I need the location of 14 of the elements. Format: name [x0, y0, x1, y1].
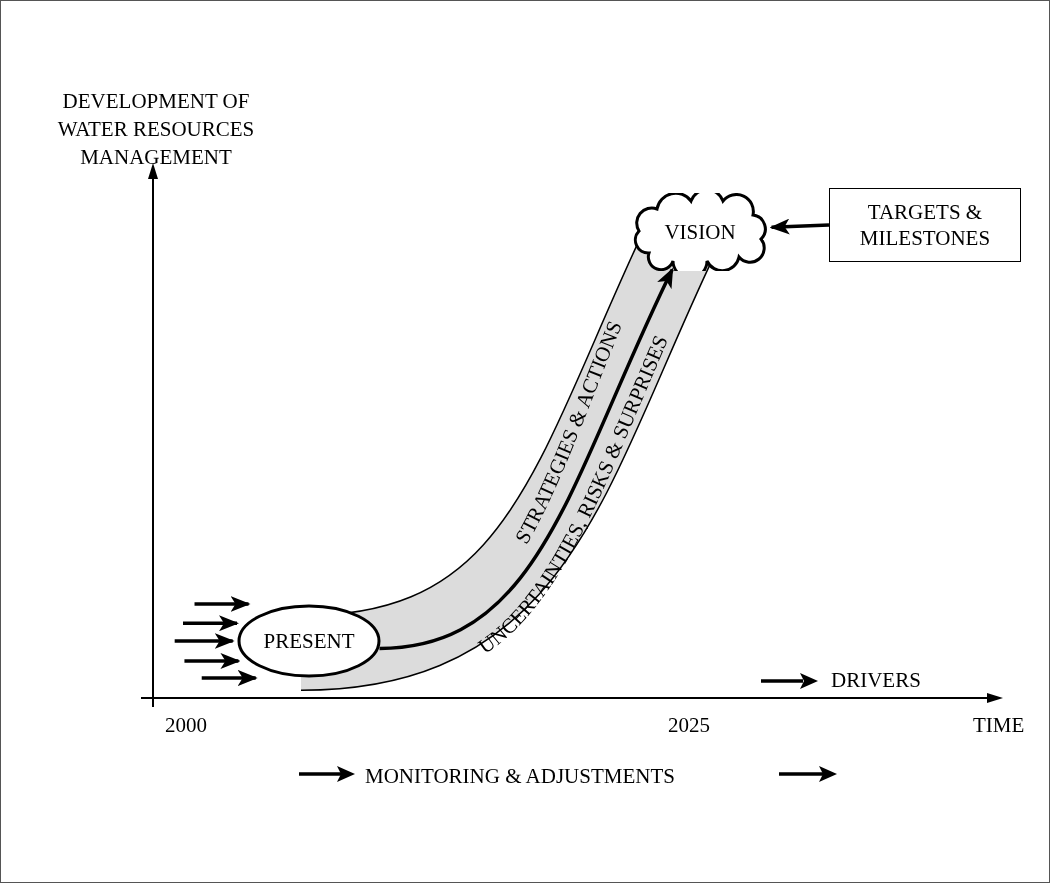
arrow	[194, 596, 251, 612]
tick-label: 2025	[668, 712, 710, 739]
tick-label: 2000	[165, 712, 207, 739]
legend-label: DRIVERS	[831, 667, 921, 694]
arrow	[769, 218, 830, 235]
text-box: TARGETS & MILESTONES	[829, 188, 1021, 262]
ellipse-node: PRESENT	[237, 604, 381, 678]
note-text: MONITORING & ADJUSTMENTS	[365, 763, 675, 790]
arrow	[183, 615, 239, 632]
axis-label: TIME	[973, 712, 1025, 739]
arrow	[201, 670, 258, 686]
arrow	[184, 653, 241, 669]
axis-title: DEVELOPMENT OF WATER RESOURCES MANAGEMENT	[56, 88, 256, 171]
arrow	[174, 633, 235, 649]
